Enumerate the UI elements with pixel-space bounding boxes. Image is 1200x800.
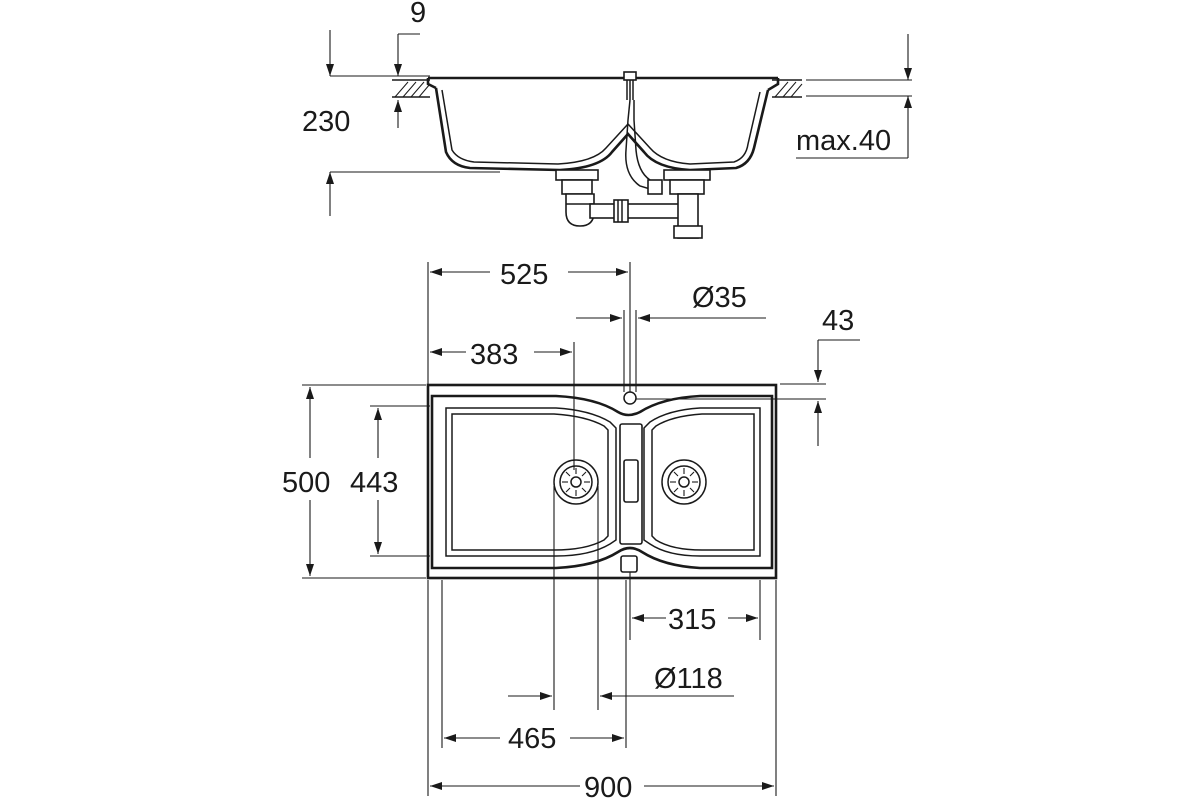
bowls-perimeter xyxy=(430,394,774,570)
dim-label-overall-width: 900 xyxy=(584,772,632,800)
dim-label-waste-diameter: Ø118 xyxy=(654,663,723,695)
dim-drain-position: 525 xyxy=(427,259,631,392)
dim-label-tap-hole-offset: 43 xyxy=(822,305,854,337)
dim-bowl-depth: 443 xyxy=(350,405,430,557)
tap-connector xyxy=(623,71,663,193)
dim-worktop-max: max.40 xyxy=(796,34,912,159)
dim-overall-width: 900 xyxy=(427,580,777,800)
dim-rim-thickness: 9 xyxy=(394,0,426,128)
left-waste-strainer xyxy=(553,459,599,505)
left-bowl-inner xyxy=(445,407,617,557)
dim-label-rim-thickness: 9 xyxy=(410,0,426,29)
sink-rim xyxy=(426,76,780,92)
dim-tap-hole-diameter: Ø35 xyxy=(576,282,766,392)
dim-label-right-bowl-width: 315 xyxy=(668,604,716,636)
dim-label-left-bowl-center: 383 xyxy=(470,339,518,371)
dim-label-drain-position: 525 xyxy=(500,259,548,291)
dim-tap-hole-offset: 43 xyxy=(636,305,860,446)
side-section-view: 9 230 max.40 xyxy=(302,0,912,239)
waste-fittings xyxy=(555,169,711,239)
sink-outline xyxy=(426,383,778,580)
dim-label-tap-hole-diameter: Ø35 xyxy=(692,282,747,314)
overflow-outlet xyxy=(620,555,638,573)
dim-left-bowl-center: 383 xyxy=(430,339,575,470)
dim-label-left-bowl-width: 465 xyxy=(508,723,556,755)
overflow-slot xyxy=(623,459,639,503)
worktop-hatch-right xyxy=(772,79,803,98)
dim-right-bowl-width: 315 xyxy=(629,572,761,640)
dim-label-worktop-max: max.40 xyxy=(796,125,891,157)
top-plan-view: 525 Ø35 43 383 xyxy=(282,259,860,800)
right-waste-strainer xyxy=(661,459,707,505)
right-bowl-inner xyxy=(643,407,761,557)
dim-label-bowl-depth: 443 xyxy=(350,467,398,499)
dim-depth: 230 xyxy=(302,30,500,216)
dim-label-overall-depth: 500 xyxy=(282,467,330,499)
dim-overall-depth: 500 xyxy=(282,384,426,579)
tap-hole xyxy=(623,391,637,405)
dim-label-depth: 230 xyxy=(302,106,350,138)
dim-left-bowl-width: 465 xyxy=(441,580,627,755)
bowls-outline xyxy=(434,87,770,172)
dim-waste-diameter: Ø118 xyxy=(508,486,734,710)
worktop-hatch-left xyxy=(392,79,431,98)
